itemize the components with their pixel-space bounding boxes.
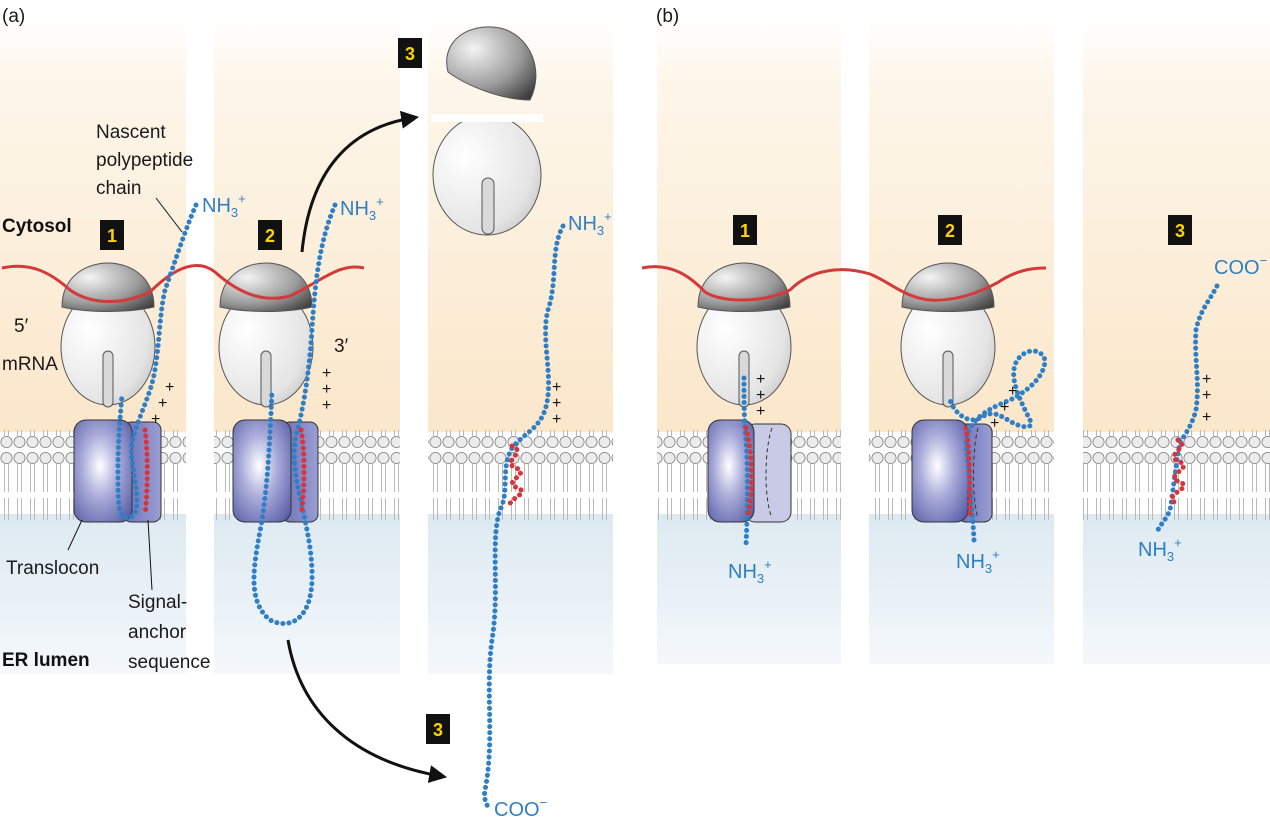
svg-text:+: + [322, 381, 331, 398]
svg-text:3: 3 [1175, 221, 1185, 241]
step-badge-b1: 1 [733, 215, 757, 245]
polypeptide-b2 [947, 348, 1048, 543]
translocon-b1 [707, 419, 792, 523]
svg-text:+: + [158, 395, 167, 412]
charges-b2: + + + [990, 383, 1017, 432]
svg-text:+: + [322, 365, 331, 382]
amino-terminus-a2: NH3+ [340, 194, 384, 223]
svg-text:+: + [1202, 371, 1211, 388]
panel-label-b: (b) [656, 6, 679, 27]
arrow-up-to-step3 [300, 110, 420, 253]
charges-b3: + + + [1202, 371, 1211, 426]
polypeptide-b3 [1155, 283, 1220, 533]
step-badge-a1: 1 [100, 220, 124, 250]
svg-text:2: 2 [945, 221, 955, 241]
svg-text:+: + [552, 395, 561, 412]
step-badge-a3-bottom: 3 [426, 714, 450, 744]
ribosome-a1 [60, 262, 156, 408]
charges-a1: + + + [151, 379, 174, 428]
amino-terminus-b3: NH3+ [1138, 535, 1182, 564]
signal-anchor-a2 [298, 427, 307, 518]
charges-a2: + + + [322, 365, 331, 414]
svg-text:+: + [1202, 409, 1211, 426]
signal-anchor-a1 [142, 427, 150, 518]
nascent-label-2: polypeptide [96, 150, 193, 171]
signal-anchor-pointer [147, 519, 153, 591]
svg-text:1: 1 [740, 221, 750, 241]
mrna-label: mRNA [2, 354, 58, 375]
charges-a3: + + + [552, 379, 561, 428]
er-lumen-label: ER lumen [2, 650, 90, 671]
panel-b-col1-lumen [657, 514, 841, 664]
amino-terminus-b1: NH3+ [728, 557, 772, 586]
arrow-down-to-step3 [286, 639, 448, 783]
signal-anchor-b1 [743, 425, 755, 518]
translocon-b2 [911, 419, 993, 523]
step-badge-a3-top: 3 [398, 38, 422, 68]
svg-text:+: + [552, 379, 561, 396]
svg-text:+: + [756, 387, 765, 404]
cytosol-label: Cytosol [2, 216, 72, 237]
svg-text:+: + [990, 415, 999, 432]
polypeptide-a2 [251, 202, 338, 626]
amino-terminus-b2: NH3+ [956, 547, 1000, 576]
nascent-label-1: Nascent [96, 122, 166, 143]
panel-label-a: (a) [2, 6, 25, 27]
svg-text:3: 3 [433, 720, 443, 740]
svg-text:2: 2 [265, 226, 275, 246]
dissociated-ribosome [431, 26, 543, 236]
svg-text:+: + [552, 411, 561, 428]
panel-a-col3-lumen [428, 514, 613, 674]
signal-anchor-label-1: Signal- [128, 592, 187, 613]
translocon-label: Translocon [6, 558, 99, 579]
nascent-chain-pointer [155, 197, 183, 233]
svg-text:+: + [1008, 383, 1017, 400]
svg-text:1: 1 [107, 226, 117, 246]
svg-text:3: 3 [405, 44, 415, 64]
five-prime-label: 5′ [14, 316, 29, 337]
charges-b1: + + + [756, 371, 765, 420]
panel-a-col1-lumen [0, 514, 186, 674]
signal-anchor-b3 [1169, 437, 1187, 505]
step-badge-a2: 2 [258, 220, 282, 250]
svg-text:+: + [756, 371, 765, 388]
step-badge-b3: 3 [1168, 215, 1192, 245]
carboxyl-terminus-a3: COO− [494, 795, 547, 821]
signal-anchor-label-2: anchor [128, 622, 187, 643]
panel-a-col2-lumen [214, 514, 400, 674]
amino-terminus-a3: NH3+ [568, 209, 612, 238]
polypeptide-a1 [115, 202, 199, 521]
translocon-a2 [232, 419, 319, 523]
panel-b-col3-lumen [1083, 514, 1270, 664]
signal-anchor-b2 [963, 425, 973, 518]
svg-text:+: + [1202, 387, 1211, 404]
polypeptide-a3 [482, 223, 566, 811]
ribosome-b2 [900, 262, 996, 408]
mrna-strand-a [1, 263, 365, 303]
nascent-label-3: chain [96, 178, 141, 199]
svg-text:+: + [165, 379, 174, 396]
signal-anchor-label-3: sequence [128, 652, 210, 673]
mrna-strand-b [641, 265, 1047, 302]
svg-text:+: + [1000, 399, 1009, 416]
step-badge-b2: 2 [938, 215, 962, 245]
svg-text:+: + [322, 397, 331, 414]
signal-anchor-a3 [507, 443, 525, 511]
three-prime-label: 3′ [334, 336, 349, 357]
amino-terminus-a1: NH3+ [202, 191, 246, 220]
carboxyl-terminus-b3: COO− [1214, 253, 1267, 279]
svg-text:+: + [151, 411, 160, 428]
translocon-pointer [67, 519, 83, 551]
svg-text:+: + [756, 403, 765, 420]
panel-b-col2-lumen [869, 514, 1054, 664]
